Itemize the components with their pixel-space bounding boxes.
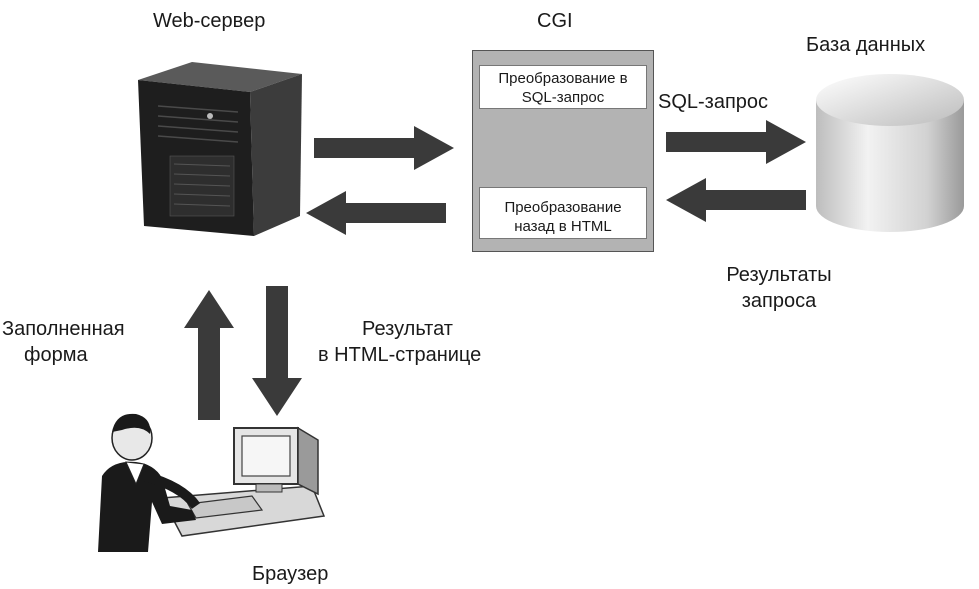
cgi-bottom-line2: назад в HTML [514,218,612,235]
cgi-bottom-line1: Преобразование [504,199,622,216]
cgi-to-html-step: Преобразование назад в HTML [479,187,647,239]
web-server-label: Web-сервер [153,10,266,32]
user-at-computer-icon [98,413,326,552]
cgi-to-sql-step: Преобразование в SQL-запрос [479,65,647,109]
cgi-top-line2: SQL-запрос [521,89,605,106]
results-line2: запроса [741,290,817,312]
cgi-box: Преобразование в SQL-запрос Преобразован… [472,50,654,252]
browser-label: Браузер [252,563,329,585]
filled-form-label: Заполненная форма [2,316,125,368]
results-line1: Результаты [726,264,832,286]
server-icon [138,62,302,236]
result-html-line2: в HTML-странице [318,344,482,366]
results-label: Результаты запроса [704,262,854,314]
arrow-browser-to-server [184,290,234,420]
arrow-db-to-cgi [666,178,806,222]
filled-form-line1: Заполненная [2,318,125,340]
arrow-cgi-to-server [306,191,446,235]
database-label: База данных [806,34,926,56]
database-icon [816,74,964,232]
filled-form-line2: форма [24,344,88,366]
cgi-label: CGI [537,10,573,32]
result-html-label: Результат в HTML-странице [318,316,481,368]
cgi-top-line1: Преобразование в [498,70,628,87]
arrow-server-to-browser [252,286,302,416]
sql-query-label: SQL-запрос [658,91,769,113]
arrow-server-to-cgi [314,126,454,170]
arrow-cgi-to-db [666,120,806,164]
result-html-line1: Результат [362,318,453,340]
